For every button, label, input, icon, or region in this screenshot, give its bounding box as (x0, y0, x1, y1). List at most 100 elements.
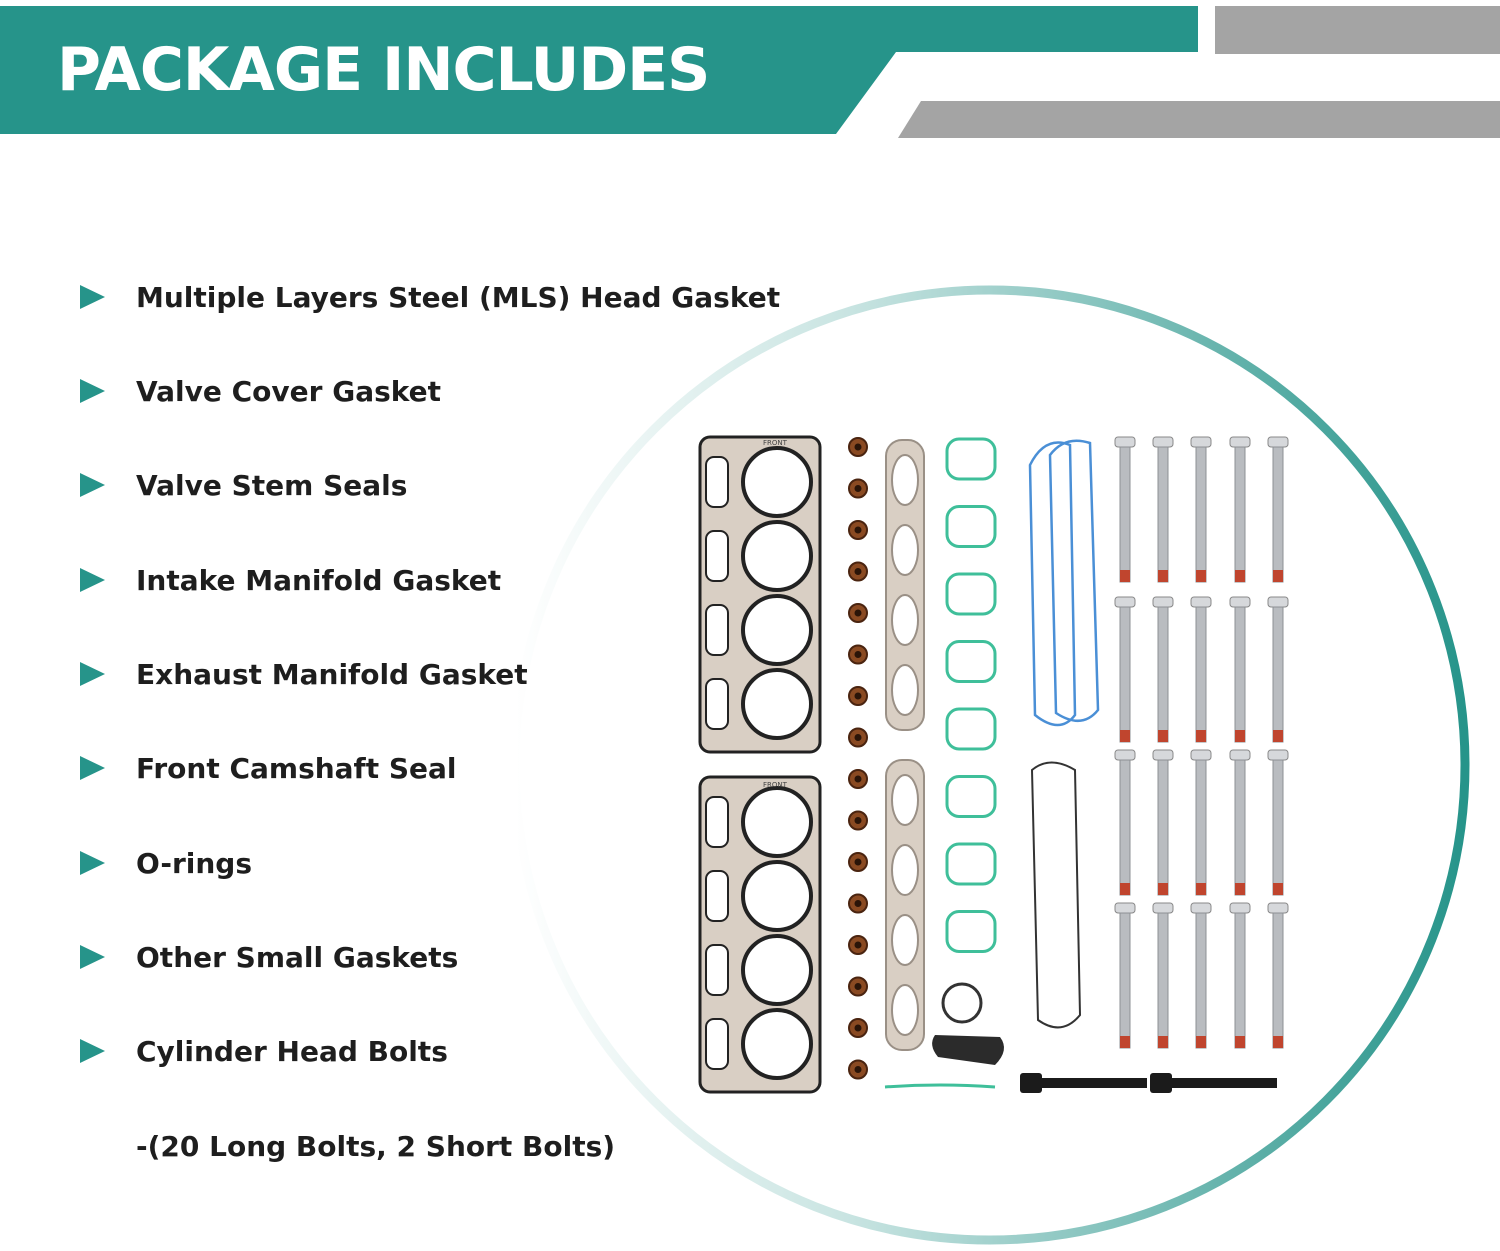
list-item: Other Small Gaskets (80, 937, 800, 977)
bolt-shank (1272, 606, 1284, 743)
bolt-head (1229, 749, 1251, 761)
bolt-threadlock (1158, 883, 1168, 895)
cylinder-bore (741, 934, 813, 1006)
bolt-shank (1157, 606, 1169, 743)
bolt-head (1114, 749, 1136, 761)
seal-hole (854, 941, 862, 949)
bolt-shank (1119, 606, 1131, 743)
intake-manifold-gaskets (884, 437, 997, 1089)
intake-port-gasket (945, 640, 997, 683)
exhaust-port (891, 454, 919, 506)
bolt-shank (1119, 912, 1131, 1049)
seal-hole (854, 609, 862, 617)
bolt-head (1152, 749, 1174, 761)
bolt-threadlock (1235, 730, 1245, 742)
bolt-shank (1272, 912, 1284, 1049)
bolt-head (1152, 436, 1174, 448)
exhaust-port (891, 984, 919, 1036)
bolt-threadlock (1196, 570, 1206, 582)
package-item-list: Multiple Layers Steel (MLS) Head Gasket … (80, 280, 800, 1163)
bullet-arrow-icon (80, 1039, 105, 1063)
bolt-shank (1234, 912, 1246, 1049)
oil-pickup-gasket (932, 1035, 1004, 1065)
bolt-head (1229, 596, 1251, 608)
bolt-head (1267, 749, 1289, 761)
valve-cover-gasket (1028, 441, 1077, 727)
bolt-threadlock (1120, 883, 1130, 895)
bolt-head (1114, 596, 1136, 608)
small-gaskets (932, 982, 1004, 1065)
item-label: Other Small Gaskets (136, 940, 459, 974)
seal-hole (854, 485, 862, 492)
item-label: Front Camshaft Seal (136, 751, 457, 785)
exhaust-port (891, 594, 919, 646)
seal-hole (854, 443, 862, 451)
intake-port-gasket (945, 572, 997, 616)
list-item: O-rings (80, 843, 800, 883)
item-label: Cylinder Head Bolts (136, 1034, 448, 1068)
bolt-head (1267, 902, 1289, 914)
valve-cover-gaskets (1028, 439, 1100, 1029)
head-gaskets (698, 435, 822, 1094)
bolt-threadlock (1196, 1036, 1206, 1048)
bolt-head (1190, 436, 1212, 448)
banner-graphic (0, 6, 1500, 138)
bolt-head (1114, 902, 1136, 914)
seal-hole (854, 1024, 862, 1032)
banner-gray-stripe-top (1215, 6, 1500, 54)
cylinder-head-bolts (1020, 436, 1289, 1093)
intake-o-ring (884, 1083, 996, 1089)
seal-hole (854, 983, 862, 990)
cylinder-bore (741, 594, 813, 666)
bolt-head (1152, 596, 1174, 608)
bolt-threadlock (1273, 570, 1283, 582)
item-label: Valve Cover Gasket (136, 374, 441, 408)
bolt-threadlock (1120, 1036, 1130, 1048)
item-label: Multiple Layers Steel (MLS) Head Gasket (136, 280, 781, 314)
bolt-shank (1195, 446, 1207, 583)
intake-port-gasket (945, 505, 997, 548)
intake-port-gasket (945, 842, 997, 886)
bolt-shank (1195, 912, 1207, 1049)
seal-hole (854, 900, 862, 907)
list-item: Cylinder Head Bolts (80, 1031, 800, 1071)
gasket-stamp: FRONT (763, 781, 788, 789)
exhaust-port (891, 774, 919, 826)
short-bolt-head (1020, 1073, 1042, 1093)
bolt-shank (1157, 912, 1169, 1049)
bolt-shank (1272, 446, 1284, 583)
bolt-head (1229, 902, 1251, 914)
bullet-arrow-icon (80, 662, 105, 686)
product-image: FRONT FRONT (698, 435, 1289, 1094)
bolt-head (1190, 749, 1212, 761)
item-label: O-rings (136, 846, 252, 880)
bolt-head (1229, 436, 1251, 448)
seal-hole (854, 692, 862, 700)
list-item: Front Camshaft Seal (80, 748, 800, 788)
bullet-arrow-icon (80, 568, 105, 592)
coolant-port (705, 870, 729, 922)
exhaust-gasket (885, 439, 925, 731)
list-item: Intake Manifold Gasket (80, 560, 800, 600)
bolt-threadlock (1235, 1036, 1245, 1048)
item-label: Valve Stem Seals (136, 468, 408, 502)
bolt-shank (1157, 759, 1169, 896)
seal-hole (854, 858, 862, 866)
bolt-threadlock (1273, 1036, 1283, 1048)
bolt-shank (1119, 759, 1131, 896)
seal-hole (854, 1066, 862, 1073)
exhaust-gasket (885, 759, 925, 1051)
bolt-shank (1195, 759, 1207, 896)
short-bolt-shank (1042, 1078, 1147, 1088)
cylinder-bore (741, 520, 813, 592)
gasket-stamp: FRONT (763, 439, 788, 447)
bolt-head (1114, 436, 1136, 448)
exhaust-port (891, 844, 919, 896)
bolt-head (1267, 436, 1289, 448)
coolant-port (705, 530, 729, 582)
coolant-port (705, 796, 729, 848)
list-item: Exhaust Manifold Gasket (80, 654, 800, 694)
seal-hole (854, 651, 862, 658)
bolt-shank (1272, 759, 1284, 896)
seal-hole (854, 568, 862, 575)
